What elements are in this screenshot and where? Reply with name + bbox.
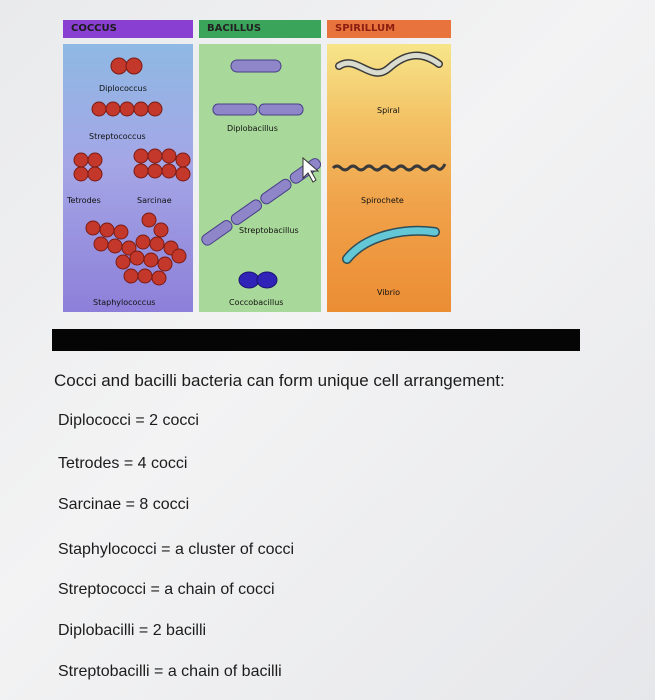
definition-line: Streptococci = a chain of cocci	[58, 581, 275, 598]
sarcina-cell	[161, 163, 177, 179]
staphylococcus-cell	[151, 270, 167, 286]
tetrode-cell	[87, 152, 103, 168]
bacilli-illustrations	[201, 59, 321, 289]
staphylococcus-cell	[149, 236, 165, 252]
spirillum-column: SPIRILLUM Spiral Spirochete Vibrio	[327, 12, 451, 312]
coccus-panel: Diplococcus Streptococcus Tetrodes Sarci…	[63, 44, 193, 312]
streptobacillus-label: Streptobacillus	[239, 226, 299, 235]
coccobacillus-label: Coccobacillus	[229, 298, 284, 307]
staphylococcus-cell	[157, 256, 173, 272]
staphylococcus-cell	[85, 220, 101, 236]
sarcinae-label: Sarcinae	[137, 196, 172, 205]
diplococcus-label: Diplococcus	[99, 84, 147, 93]
streptococcus-label: Streptococcus	[89, 132, 146, 141]
definition-line: Streptobacilli = a chain of bacilli	[58, 663, 282, 680]
vibrio-label: Vibrio	[377, 288, 401, 297]
spirochete-cell	[331, 163, 447, 172]
coccobacillus-cell	[238, 271, 260, 289]
sarcina-cell	[133, 163, 149, 179]
definition-line: Staphylococci = a cluster of cocci	[58, 541, 295, 558]
staphylococcus-cell	[107, 238, 123, 254]
bacillus-header: BACILLUS	[199, 20, 321, 38]
diplococcus-cell	[110, 57, 128, 75]
sarcina-cell	[147, 148, 163, 164]
streptococcus-cell	[119, 101, 135, 117]
redaction-bar	[52, 329, 580, 351]
staphylococcus-cell	[129, 250, 145, 266]
streptobacillus-cell	[260, 178, 292, 205]
staphylococcus-cell	[141, 212, 157, 228]
sarcina-cell	[175, 152, 191, 168]
tetrode-cell	[87, 166, 103, 182]
definition-line: Tetrodes = 4 cocci	[58, 455, 188, 472]
staphylococcus-cell	[99, 222, 115, 238]
staphylococcus-cell	[135, 234, 151, 250]
bacillus-column: BACILLUS	[199, 12, 321, 312]
streptococcus-cell	[133, 101, 149, 117]
tetrode-cell	[73, 166, 89, 182]
streptococcus-cell	[91, 101, 107, 117]
tetrode-cell	[73, 152, 89, 168]
pointer-cursor-icon	[302, 156, 320, 183]
streptobacillus-cell	[230, 199, 263, 225]
streptococcus-cell	[105, 101, 121, 117]
staphylococcus-cell	[121, 240, 137, 256]
staphylococcus-cell	[153, 222, 169, 238]
vibrio-cell-fill	[343, 227, 439, 263]
sarcina-cell	[147, 163, 163, 179]
definition-line: Diplobacilli = 2 bacilli	[58, 622, 207, 639]
sarcina-cell	[175, 166, 191, 182]
arrangement-heading: Cocci and bacilli bacteria can form uniq…	[54, 371, 505, 390]
diplobacillus-cell	[258, 103, 304, 116]
spiral-cell-fill	[336, 53, 442, 76]
definition-line: Diplococci = 2 cocci	[58, 412, 199, 429]
staphylococcus-label: Staphylococcus	[93, 298, 156, 307]
spirillum-panel: Spiral Spirochete Vibrio	[327, 44, 451, 312]
streptobacillus-cell	[201, 220, 233, 246]
spirochete-label: Spirochete	[361, 196, 404, 205]
staphylococcus-cell	[115, 254, 131, 270]
diplococcus-cell	[125, 57, 143, 75]
bacteria-shapes-diagram: COCCUS	[55, 12, 455, 312]
sarcina-cell	[133, 148, 149, 164]
streptococcus-cell	[147, 101, 163, 117]
coccobacillus-cell	[256, 271, 278, 289]
bacillus-panel: Diplobacillus Streptobacillus Coccobacil…	[199, 44, 321, 312]
staphylococcus-cell	[137, 268, 153, 284]
staphylococcus-cell	[143, 252, 159, 268]
spirillum-header: SPIRILLUM	[327, 20, 451, 38]
staphylococcus-cell	[123, 268, 139, 284]
coccus-header: COCCUS	[63, 20, 193, 38]
tetrodes-label: Tetrodes	[67, 196, 101, 205]
diplobacillus-label: Diplobacillus	[227, 124, 278, 133]
staphylococcus-cell	[93, 236, 109, 252]
diplobacillus-cell	[212, 103, 258, 116]
spiral-label: Spiral	[377, 106, 400, 115]
coccus-column: COCCUS	[63, 12, 193, 312]
sarcina-cell	[161, 148, 177, 164]
staphylococcus-cell	[171, 248, 187, 264]
spirilla-illustrations	[331, 51, 447, 264]
bacillus-cell	[230, 59, 282, 73]
staphylococcus-cell	[113, 224, 129, 240]
cocci-illustrations	[73, 57, 191, 286]
definition-line: Sarcinae = 8 cocci	[58, 496, 190, 513]
